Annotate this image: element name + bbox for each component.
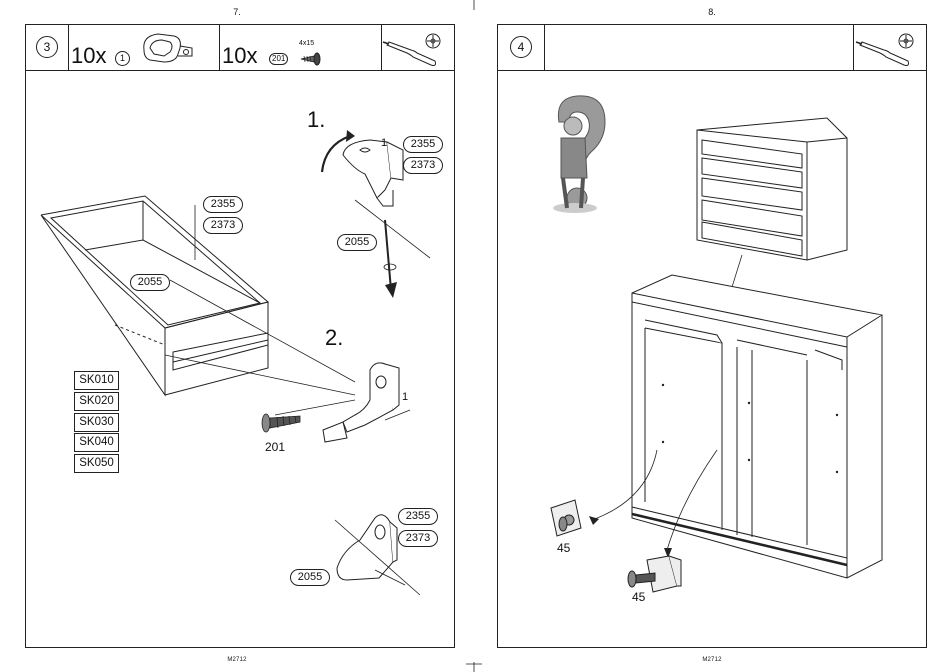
- question-mark-figure-icon: [553, 96, 605, 213]
- detail-callout: 45: [632, 590, 645, 604]
- footer-code-right: M2712: [692, 657, 732, 663]
- detail-callout: 45: [557, 541, 570, 555]
- tools-cell: [853, 25, 927, 70]
- phillips-head-icon: [898, 33, 918, 53]
- page-number-right: 8.: [692, 7, 732, 17]
- step-number: 4: [510, 36, 532, 58]
- step-number-cell: 4: [498, 25, 545, 70]
- wardrobe-drawing: [497, 70, 925, 647]
- step-header-right: 4: [498, 25, 926, 71]
